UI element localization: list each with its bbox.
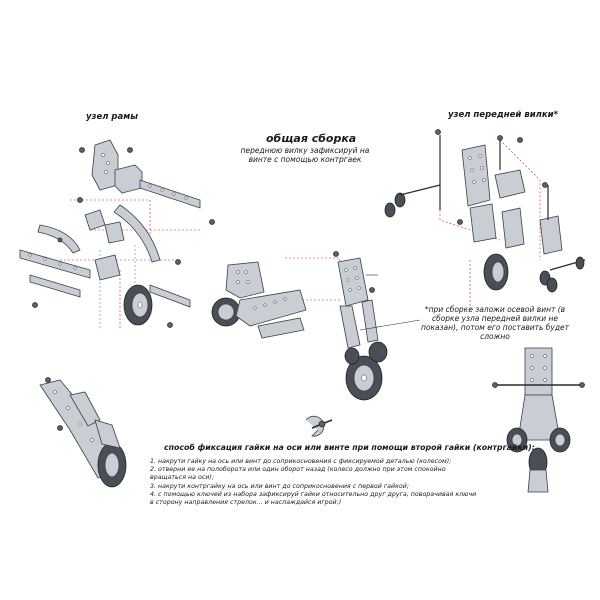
general-assembly-drawing [211, 251, 421, 401]
locknut-method-title: способ фиксация гайки на оси или винте п… [164, 443, 535, 452]
general-assembly-title: общая сборка [266, 132, 357, 145]
locknut-steps-list: 1. накрути гайку на ось или винт до сопр… [150, 458, 480, 507]
locknut-step: 4. с помощью ключей из набора зафиксируй… [150, 490, 477, 498]
frame-unit-label: узел рамы [86, 112, 138, 122]
front-fork-unit-label: узел передней вилки* [448, 110, 559, 120]
locknut-step: 2. отверни ее на полоборота или один обо… [150, 466, 446, 482]
locknut-step: в сторону направления стрелок... и насла… [150, 499, 342, 507]
assembled-view-drawing [39, 377, 127, 488]
wrench-icon [305, 415, 333, 437]
frame-unit-drawing [19, 139, 215, 330]
locknut-step: 3. накрути контргайку на ось или винт до… [150, 482, 409, 490]
front-view-drawing [492, 347, 585, 493]
locknut-step: 1. накрути гайку на ось или винт до сопр… [150, 458, 452, 465]
front-fork-unit-drawing [384, 129, 586, 310]
axle-screw-note: *при сборке заложи осевой винт (в сборке… [420, 305, 570, 341]
general-assembly-note: переднюю вилку зафиксируй на винте с пом… [240, 146, 370, 164]
